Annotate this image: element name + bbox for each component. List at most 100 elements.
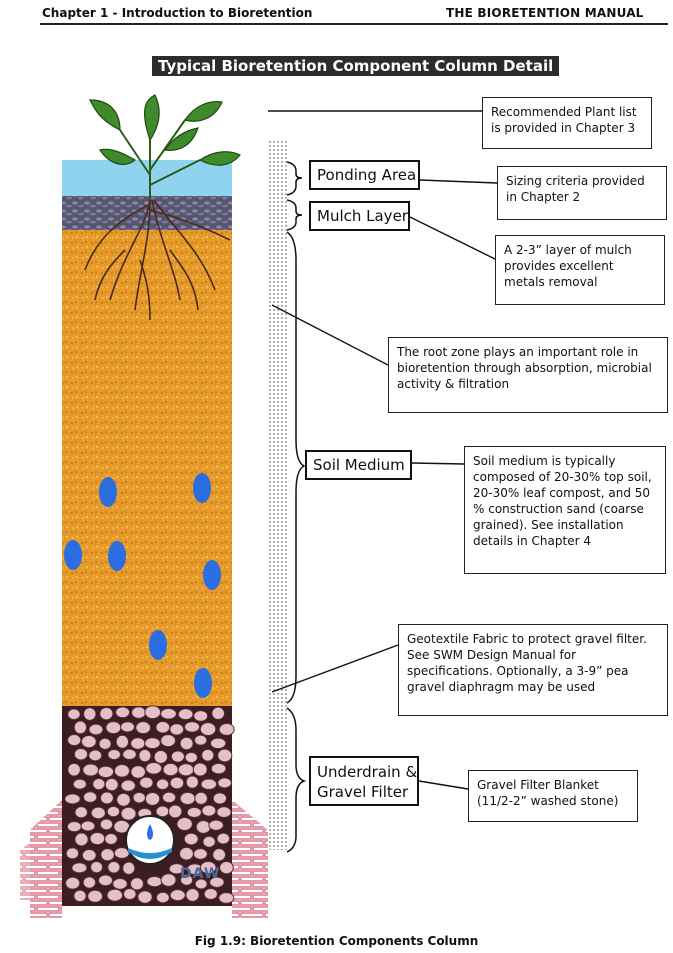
gravel-stone — [73, 779, 86, 789]
gravel-stone — [65, 794, 80, 804]
gravel-stone — [66, 877, 80, 889]
gravel-stone — [121, 780, 135, 791]
gravel-stone — [91, 807, 105, 819]
gravel-stone — [161, 735, 176, 747]
gravel-stone — [201, 779, 217, 789]
gravel-stone — [72, 863, 87, 873]
gravel-stone — [83, 764, 99, 776]
ponding-area-label: Ponding Area — [309, 160, 420, 190]
gravel-stone — [162, 792, 175, 802]
gravel-stone — [169, 805, 182, 818]
gravel-stone — [83, 792, 96, 803]
gravel-stone — [116, 707, 130, 718]
note-root-zone: The root zone plays an important role in… — [388, 337, 668, 413]
gravel-stone — [200, 723, 215, 736]
artist-signature: DAW — [180, 866, 220, 882]
gravel-stone — [211, 763, 226, 774]
gravel-stone — [116, 735, 128, 748]
gravel-stone — [145, 792, 159, 805]
gravel-stone — [132, 707, 146, 718]
column-shadow — [268, 140, 288, 850]
gravel-stone — [186, 889, 199, 902]
gravel-stone — [131, 766, 146, 778]
gravel-stone — [218, 749, 232, 762]
gravel-stone — [133, 792, 145, 803]
gravel-stone — [68, 709, 80, 720]
gravel-stone — [140, 777, 153, 788]
gravel-stone — [81, 735, 96, 747]
gravel-stone — [185, 752, 197, 762]
note-geotextile: Geotextile Fabric to protect gravel filt… — [398, 624, 668, 716]
gravel-stone — [89, 750, 102, 761]
gravel-stone — [121, 722, 135, 732]
gravel-stone — [124, 889, 137, 900]
gravel-stone — [177, 818, 192, 831]
gravel-stone — [138, 891, 152, 903]
gravel-stone — [202, 749, 214, 761]
gravel-stone — [163, 763, 178, 775]
gravel-stone — [107, 889, 123, 901]
gravel-stone — [91, 861, 103, 872]
gravel-stone — [193, 763, 207, 776]
gravel-stone — [171, 751, 184, 762]
gravel-stone — [203, 836, 215, 847]
gravel-stone — [100, 792, 113, 804]
gravel-stone — [130, 878, 143, 890]
gravel-stone — [146, 762, 162, 774]
gravel-stone — [121, 807, 136, 820]
layer-brackets — [287, 162, 304, 852]
gravel-stone — [105, 779, 118, 791]
gravel-stone — [145, 706, 161, 719]
gravel-stone — [82, 849, 96, 861]
gravel-stone — [154, 751, 167, 764]
gravel-stone — [75, 833, 88, 846]
gravel-stone — [180, 847, 194, 860]
gravel-stone — [67, 822, 81, 832]
gravel-stone — [108, 750, 121, 760]
gravel-stone — [68, 735, 81, 746]
gravel-stone — [90, 833, 105, 845]
gravel-stone — [180, 792, 195, 804]
gravel-stone — [170, 777, 184, 789]
note-plant-list: Recommended Plant list is provided in Ch… — [482, 97, 652, 149]
gravel-stone — [108, 862, 120, 873]
gravel-stone — [187, 807, 201, 817]
gravel-stone — [100, 819, 112, 830]
gravel-stone — [185, 722, 200, 732]
gravel-stone — [209, 820, 223, 830]
gravel-stone — [213, 793, 226, 804]
gravel-stone — [93, 778, 105, 789]
gravel-stone — [113, 879, 127, 890]
soil-medium-label: Soil Medium — [305, 450, 412, 480]
gravel-stone — [161, 708, 177, 719]
gravel-stone — [106, 722, 121, 734]
gravel-stone — [123, 862, 135, 874]
gravel-stone — [170, 890, 185, 901]
gravel-stone — [101, 849, 114, 861]
mulch-layer-label: Mulch Layer — [309, 201, 410, 231]
soil-medium — [62, 230, 232, 706]
note-mulch: A 2-3” layer of mulch provides excellent… — [495, 235, 665, 305]
underdrain-label: Underdrain & Gravel Filter — [309, 756, 419, 806]
gravel-stone — [136, 722, 151, 734]
note-sizing-criteria: Sizing criteria provided in Chapter 2 — [497, 166, 667, 220]
underdrain-pipe — [126, 816, 174, 864]
gravel-stone — [156, 779, 168, 789]
gravel-stone — [145, 738, 161, 749]
gravel-stone — [156, 806, 169, 817]
gravel-stone — [100, 707, 113, 719]
gravel-stone — [99, 738, 111, 749]
gravel-stone — [194, 849, 208, 860]
gravel-stone — [117, 793, 131, 806]
gravel-stone — [98, 766, 114, 777]
gravel-stone — [178, 764, 194, 776]
gravel-stone — [89, 724, 103, 735]
gravel-stone — [217, 833, 230, 844]
gravel-stone — [180, 737, 193, 749]
underdrain-label-line2: Gravel Filter — [317, 782, 411, 802]
gravel-stone — [75, 807, 87, 818]
gravel-stone — [178, 709, 193, 720]
gravel-stone — [66, 848, 78, 859]
gravel-stone — [139, 750, 151, 762]
note-gravel-blanket: Gravel Filter Blanket (11/2-2” washed st… — [468, 770, 638, 822]
